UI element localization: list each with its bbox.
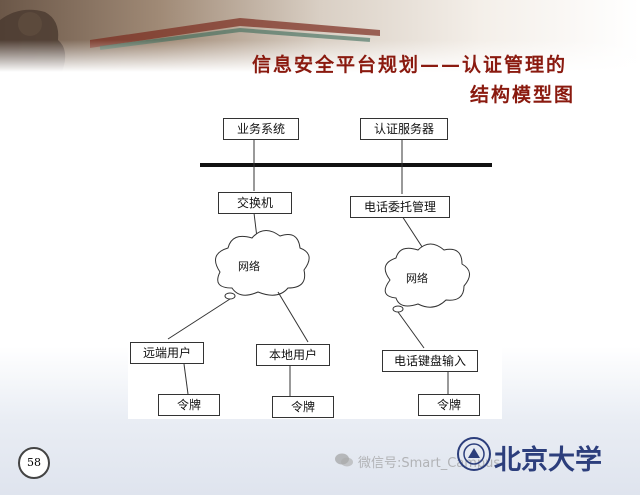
slide-title-line1: 信息安全平台规划——认证管理的 xyxy=(252,54,568,76)
header-banner xyxy=(0,0,640,72)
connector-remote-token xyxy=(183,363,189,395)
node-phone-delegate: 电话委托管理 xyxy=(350,196,450,218)
university-logo-text: 北京大学 xyxy=(494,445,602,476)
cloud-right-label: 网络 xyxy=(406,272,428,285)
node-local-user: 本地用户 xyxy=(256,344,330,366)
modem-right-icon xyxy=(392,305,404,313)
node-business-system: 业务系统 xyxy=(223,118,299,140)
connector-cloud-remote xyxy=(167,298,231,340)
node-remote-user: 远端用户 xyxy=(130,342,204,364)
node-auth-server: 认证服务器 xyxy=(360,118,448,140)
modem-left-icon xyxy=(224,292,236,300)
cloud-left-shape xyxy=(215,230,310,296)
page-number: 58 xyxy=(18,447,50,479)
wechat-icon xyxy=(335,453,353,467)
banner-graphic xyxy=(0,0,640,72)
university-seal-icon xyxy=(457,437,491,471)
node-phone-keypad: 电话键盘输入 xyxy=(382,350,478,372)
node-token-2: 令牌 xyxy=(272,396,334,418)
diagram-panel: 业务系统 认证服务器 交换机 电话委托管理 网络 网络 远端用户 本地用户 电话… xyxy=(128,104,502,419)
cloud-right-shape xyxy=(384,243,470,308)
connector-cloud-keypad xyxy=(397,311,425,349)
slide-title-line2: 结构模型图 xyxy=(470,84,576,106)
node-switch: 交换机 xyxy=(218,192,292,214)
diagram-connectors xyxy=(167,138,492,396)
node-token-1: 令牌 xyxy=(158,394,220,416)
connector-cloud-local xyxy=(277,291,309,343)
cloud-left-label: 网络 xyxy=(238,260,260,273)
node-token-3: 令牌 xyxy=(418,394,480,416)
